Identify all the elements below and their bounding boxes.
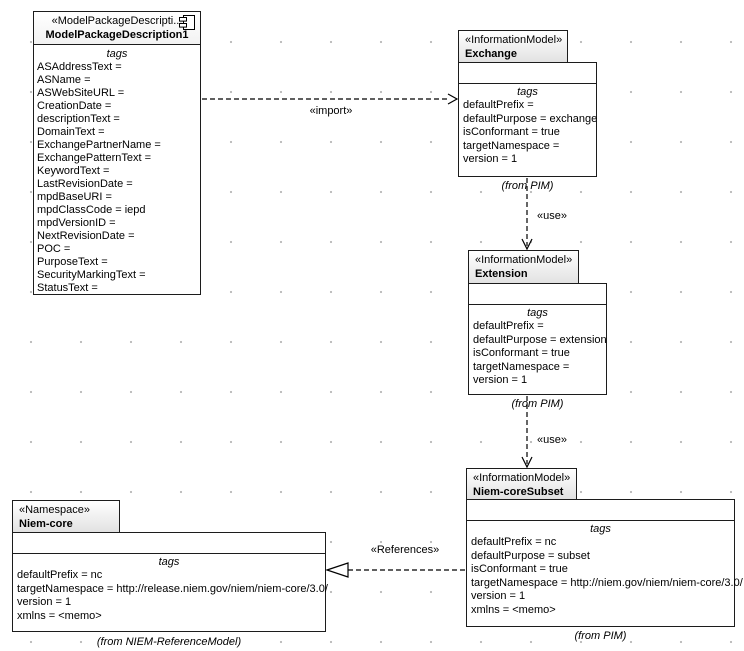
empty-compartment bbox=[467, 500, 734, 521]
stereotype-label: «InformationModel» bbox=[475, 254, 573, 266]
tag-line: ASName = bbox=[37, 74, 91, 86]
node-header: «ModelPackageDescripti... ModelPackageDe… bbox=[34, 12, 200, 45]
tag-line: targetNamespace = http://niem.gov/niem/n… bbox=[471, 576, 743, 589]
tags-compartment: tags ASAddressText =ASName =ASWebSiteURL… bbox=[34, 45, 200, 295]
tag-line: targetNamespace = http://release.niem.go… bbox=[17, 582, 328, 595]
tag-line: isConformant = true bbox=[473, 347, 570, 359]
exchange-node[interactable]: «InformationModel» Exchange tags default… bbox=[458, 30, 597, 196]
component-icon bbox=[179, 15, 195, 30]
tag-line: mpdVersionID = bbox=[37, 217, 116, 229]
package-tab: «InformationModel» Extension bbox=[468, 250, 579, 283]
import-connector[interactable] bbox=[202, 93, 459, 105]
tag-line: defaultPrefix = nc bbox=[471, 536, 557, 548]
niem-core-node[interactable]: «Namespace» Niem-core tags defaultPrefix… bbox=[12, 500, 328, 650]
node-name: Exchange bbox=[465, 48, 517, 60]
tag-line: mpdBaseURI = bbox=[37, 191, 112, 203]
tag-line: StatusText = bbox=[37, 282, 98, 294]
tag-line: targetNamespace = bbox=[463, 139, 560, 152]
tag-line: ASAddressText = bbox=[37, 61, 122, 73]
from-label: (from PIM) bbox=[574, 630, 627, 642]
tag-line: version = 1 bbox=[463, 153, 518, 165]
node-name: Extension bbox=[475, 268, 528, 280]
tag-line: LastRevisionDate = bbox=[37, 178, 133, 190]
package-tab: «Namespace» Niem-core bbox=[12, 500, 120, 532]
tag-line: mpdClassCode = iepd bbox=[37, 204, 146, 216]
empty-compartment bbox=[13, 533, 325, 554]
tag-line: ASWebSiteURL = bbox=[37, 87, 125, 99]
stereotype-label: «InformationModel» bbox=[465, 34, 563, 46]
use-connector-label: «use» bbox=[537, 434, 567, 446]
use-connector-label: «use» bbox=[537, 210, 567, 222]
empty-compartment bbox=[459, 63, 596, 84]
package-body: tags defaultPrefix =defaultPurpose = ext… bbox=[468, 283, 607, 395]
package-tab: «InformationModel» Exchange bbox=[458, 30, 568, 62]
tag-line: isConformant = true bbox=[471, 563, 568, 575]
tags-header: tags bbox=[517, 86, 538, 98]
package-body: tags defaultPrefix =defaultPurpose = exc… bbox=[458, 62, 597, 177]
references-connector-label: «References» bbox=[370, 544, 440, 556]
tags-compartment: tags defaultPrefix =defaultPurpose = ext… bbox=[469, 305, 607, 388]
package-tab: «InformationModel» Niem-coreSubset bbox=[466, 468, 577, 499]
import-connector-label: «import» bbox=[309, 105, 353, 117]
tags-header: tags bbox=[590, 523, 611, 535]
extension-node[interactable]: «InformationModel» Extension tags defaul… bbox=[468, 250, 607, 420]
tag-line: NextRevisionDate = bbox=[37, 230, 135, 242]
tag-line: POC = bbox=[37, 243, 71, 255]
tag-line: isConformant = true bbox=[463, 126, 560, 138]
tags-header: tags bbox=[106, 48, 128, 60]
tag-line: PurposeText = bbox=[37, 256, 108, 268]
tags-header: tags bbox=[158, 556, 180, 568]
tag-line: defaultPurpose = subset bbox=[471, 549, 590, 562]
tag-line: defaultPurpose = extension bbox=[473, 333, 607, 346]
tag-line: defaultPurpose = exchange bbox=[463, 112, 598, 125]
niem-core-subset-node[interactable]: «InformationModel» Niem-coreSubset tags … bbox=[466, 468, 743, 646]
from-label: (from PIM) bbox=[501, 180, 554, 192]
tag-line: defaultPrefix = nc bbox=[17, 569, 103, 581]
tag-line: version = 1 bbox=[471, 590, 526, 602]
tag-line: DomainText = bbox=[37, 126, 105, 138]
tag-line: KeywordText = bbox=[37, 165, 110, 177]
tag-line: defaultPrefix = bbox=[473, 320, 544, 332]
tag-line: version = 1 bbox=[17, 596, 72, 608]
tag-list: defaultPrefix =defaultPurpose = exchange… bbox=[463, 99, 598, 167]
node-name: Niem-core bbox=[19, 518, 73, 530]
stereotype-label: «ModelPackageDescripti... bbox=[51, 15, 183, 27]
model-package-description1-node[interactable]: «ModelPackageDescripti... ModelPackageDe… bbox=[33, 11, 201, 295]
tag-line: targetNamespace = bbox=[473, 360, 570, 373]
from-label: (from NIEM-ReferenceModel) bbox=[96, 636, 242, 648]
tags-header: tags bbox=[527, 307, 548, 319]
stereotype-label: «Namespace» bbox=[19, 504, 90, 516]
tag-line: CreationDate = bbox=[37, 100, 112, 112]
references-connector[interactable] bbox=[325, 562, 465, 578]
from-label: (from PIM) bbox=[511, 398, 564, 410]
tag-line: xmlns = <memo> bbox=[17, 609, 102, 622]
tag-line: version = 1 bbox=[473, 374, 528, 386]
tag-line: SecurityMarkingText = bbox=[37, 269, 146, 281]
tag-line: ExchangePartnerName = bbox=[37, 139, 161, 151]
tag-list: defaultPrefix =defaultPurpose = extensio… bbox=[473, 320, 607, 388]
tag-line: xmlns = <memo> bbox=[471, 603, 556, 616]
node-name: Niem-coreSubset bbox=[473, 486, 564, 498]
stereotype-label: «InformationModel» bbox=[473, 472, 571, 484]
empty-compartment bbox=[469, 284, 606, 305]
tag-line: defaultPrefix = bbox=[463, 99, 534, 111]
tags-compartment: tags defaultPrefix =defaultPurpose = exc… bbox=[459, 84, 598, 167]
tag-line: ExchangePatternText = bbox=[37, 152, 152, 164]
node-name: ModelPackageDescription1 bbox=[45, 29, 189, 41]
tag-list: ASAddressText =ASName =ASWebSiteURL =Cre… bbox=[37, 61, 197, 295]
tag-line: descriptionText = bbox=[37, 113, 120, 125]
